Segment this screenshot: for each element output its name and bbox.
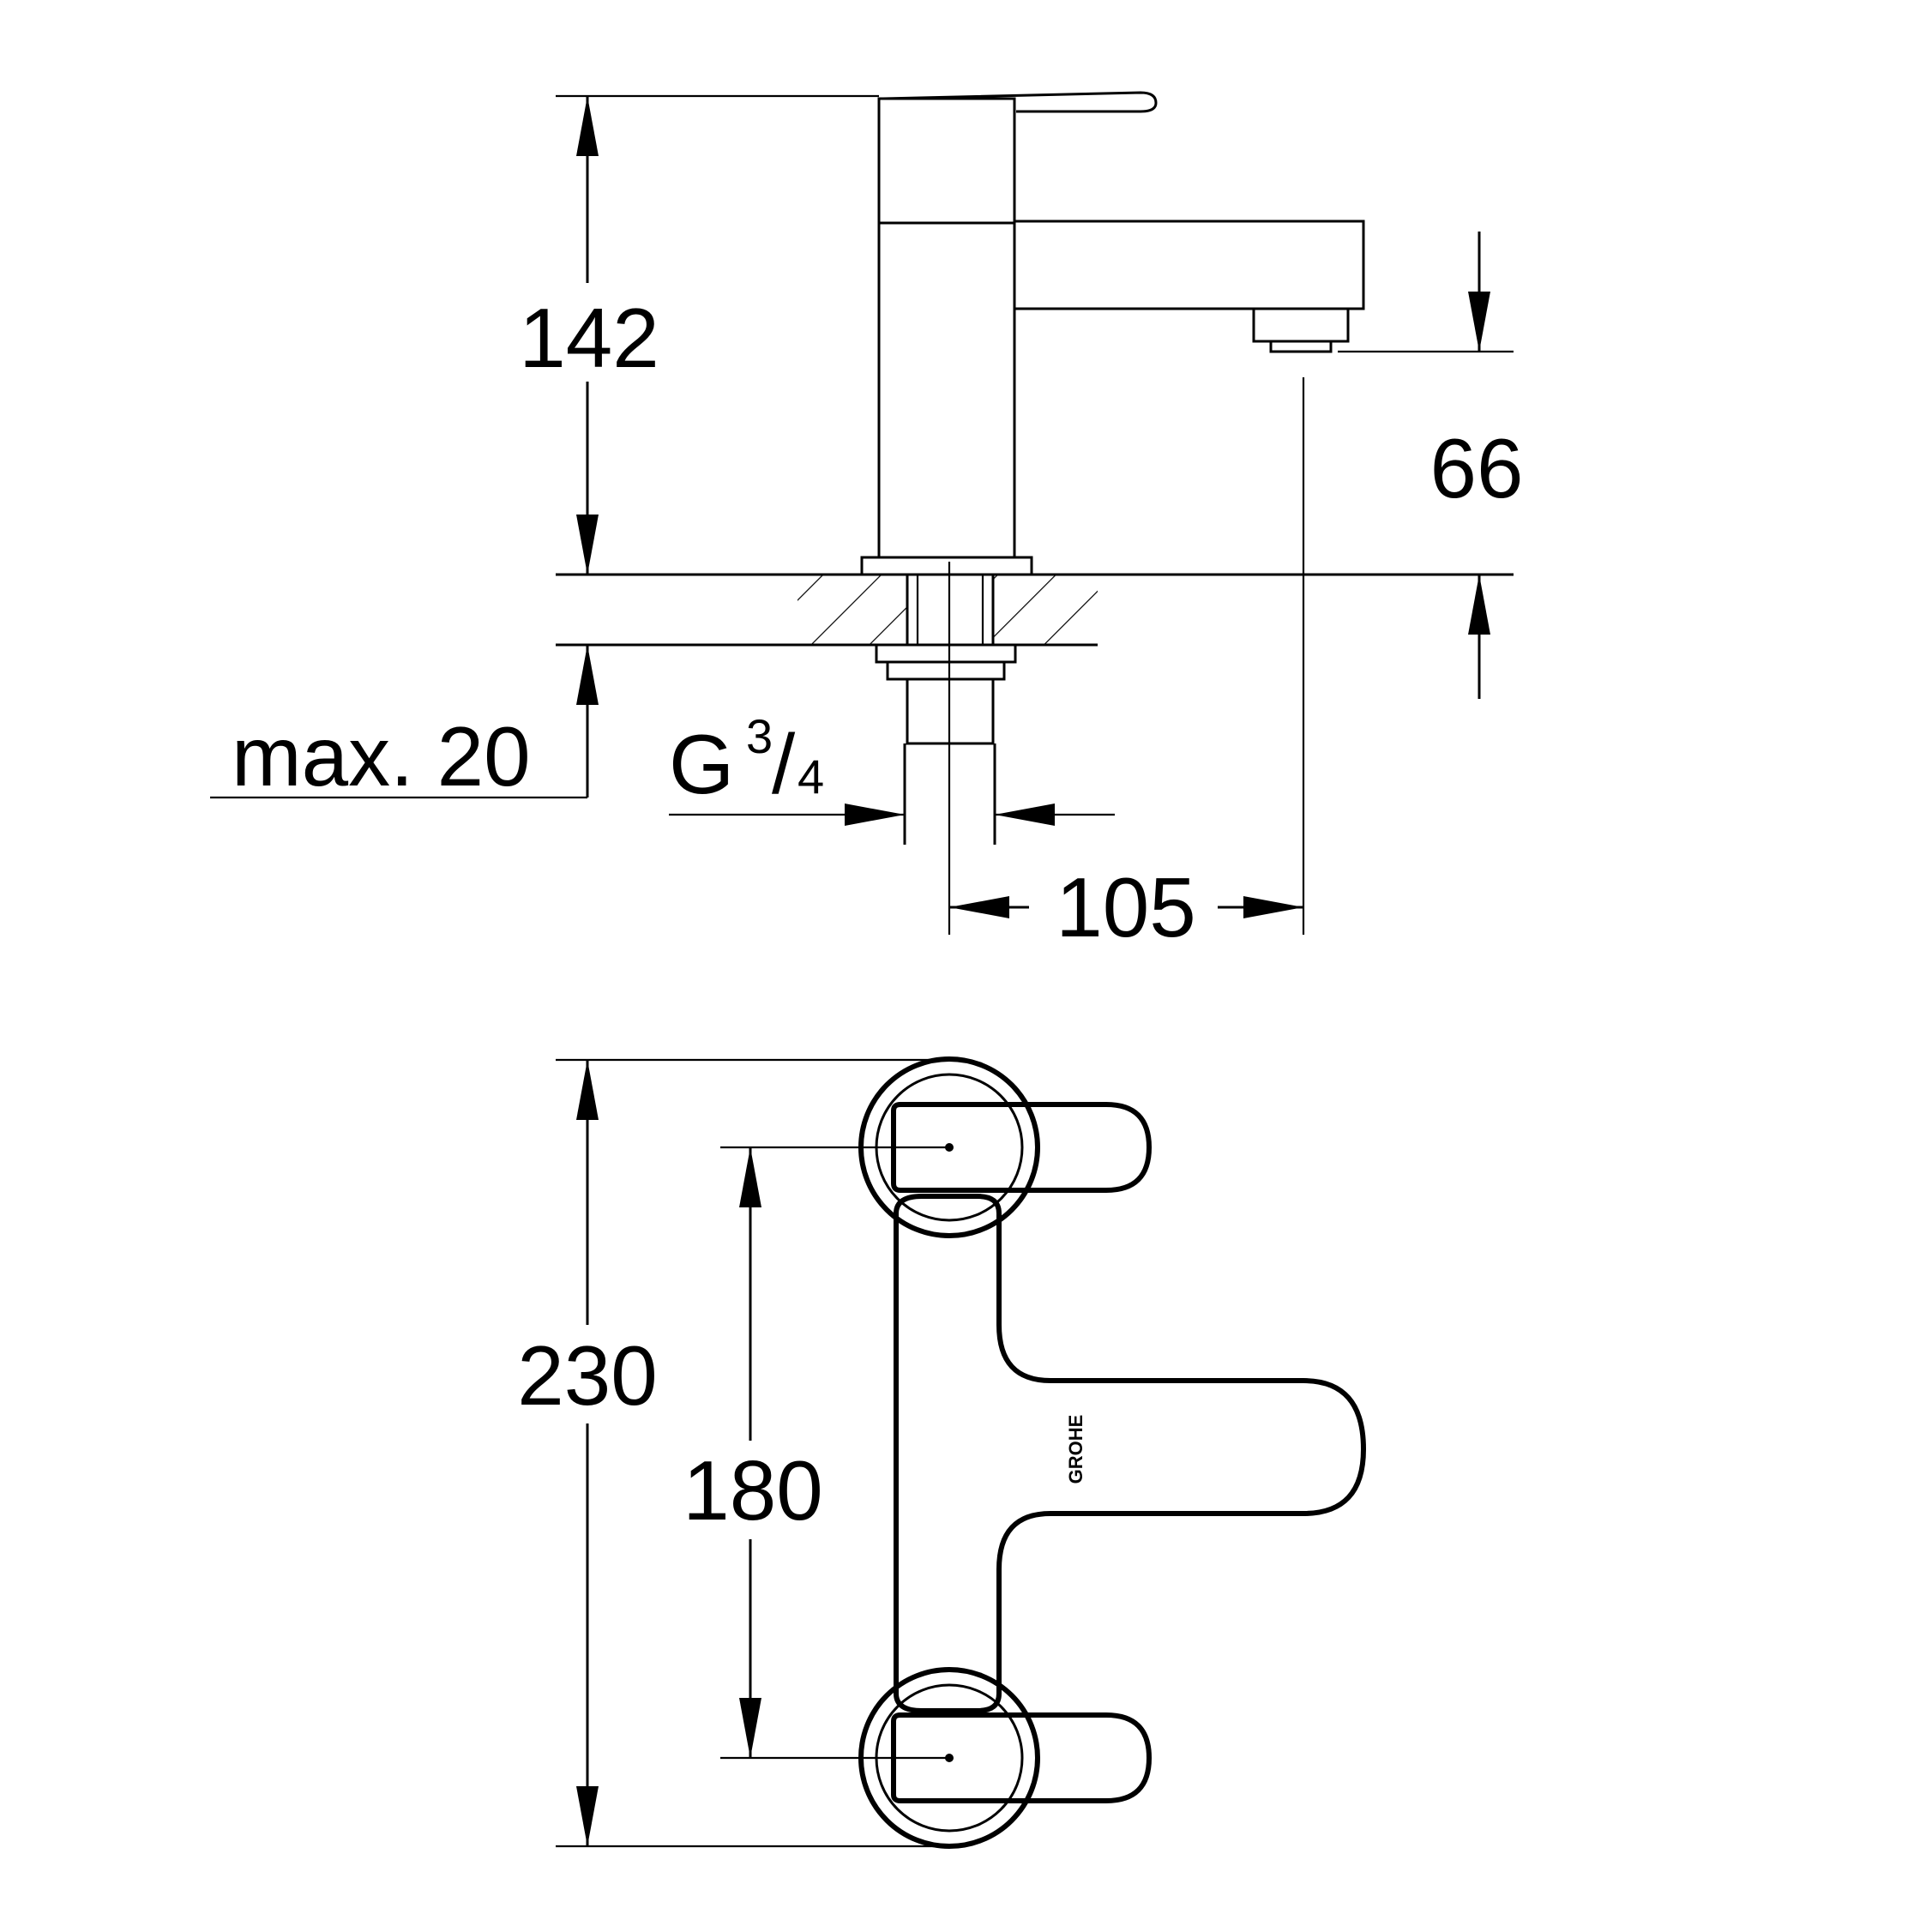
dimension-projection-105: 105 [949,377,1305,954]
thread-numerator: 3 [746,709,773,763]
faucet-side-profile [860,91,1365,935]
dim-overall-length-label: 230 [517,1328,658,1423]
faucet-top-profile: GROHE [858,1056,1367,1849]
dimension-centres-180: 180 [677,1146,949,1760]
dim-center-distance-label: 180 [683,1443,823,1538]
top-view: GROHE 230 180 [513,1056,1367,1849]
thread-specification: G 3 / 4 [669,709,1115,826]
dimension-overall-230: 230 [513,1058,949,1848]
dimension-height-142: 142 [515,94,879,575]
thread-slash: / [772,717,796,811]
dim-height-label: 142 [519,291,659,385]
brand-logo: GROHE [1065,1415,1086,1484]
countertop-section [556,573,1514,647]
dim-projection-label: 105 [1056,860,1196,954]
dimension-max-thickness: max. 20 [210,645,599,803]
thread-prefix: G [669,717,734,811]
thread-denominator: 4 [797,749,824,803]
side-view: 142 66 max. 20 G 3 / 4 [210,91,1524,954]
dimension-spout-height-66: 66 [1338,232,1524,699]
dim-spout-height-label: 66 [1429,421,1523,515]
dim-max-thickness-label: max. 20 [232,709,531,803]
